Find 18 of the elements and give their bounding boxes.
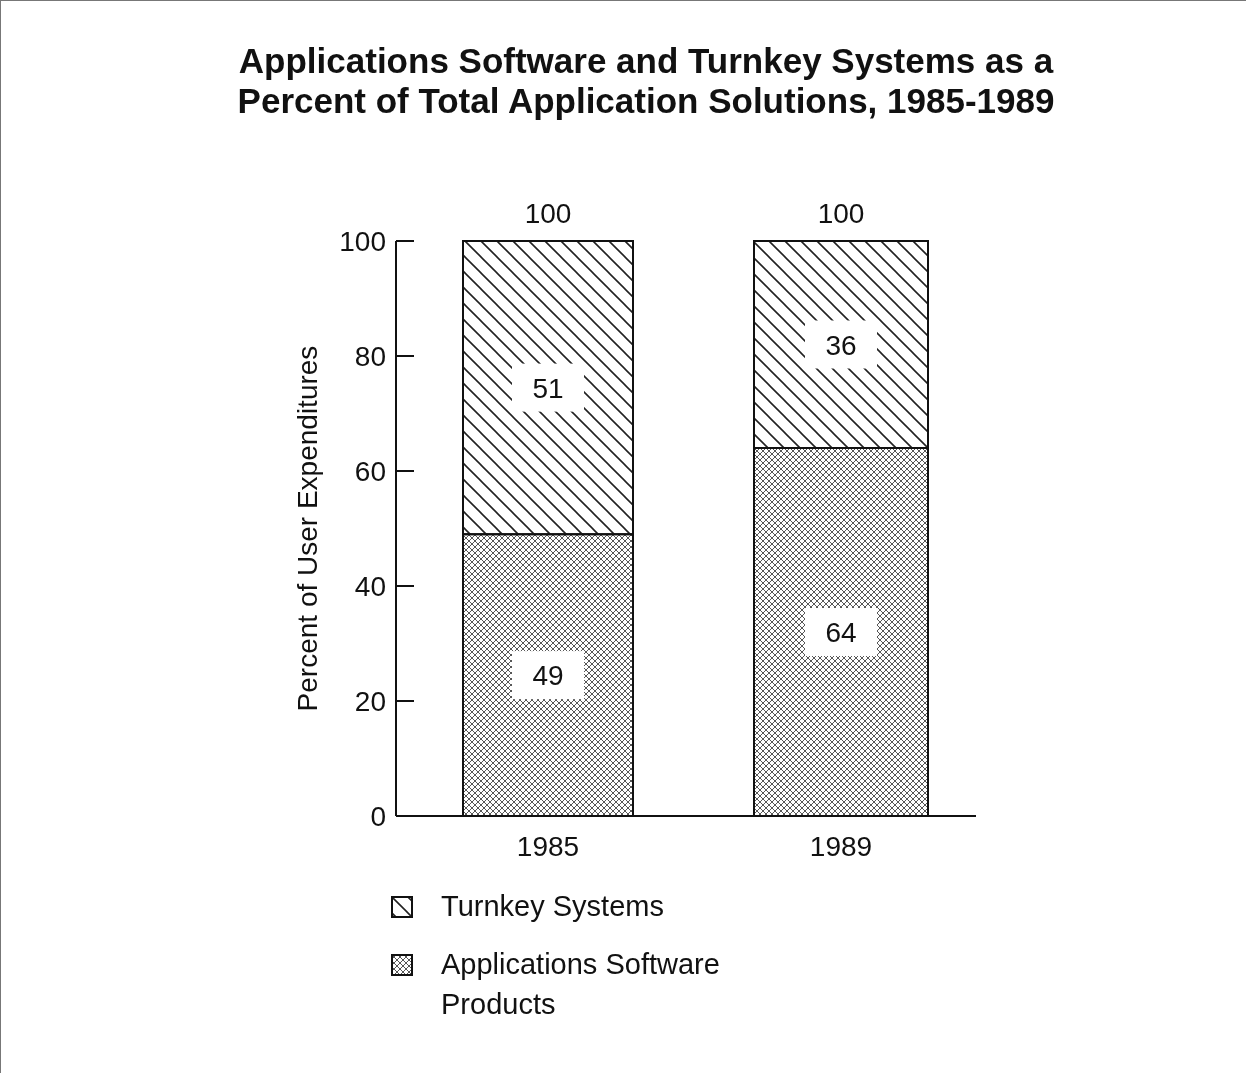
category-label: 1985 [516,831,580,862]
category-label: 1989 [809,831,873,862]
data-label: 51 [532,372,564,404]
chart-title: Applications Software and Turnkey Systems as a Percent of Total Application Solutions, 1985-1989 [236,41,1056,121]
tick-label: 100 [339,226,386,257]
legend-label: Turnkey Systems [441,889,665,924]
data-label: 64 [825,617,857,648]
total-label: 100 [524,198,572,229]
tick-label: 40 [354,571,386,602]
legend-label: Applications Software Products [441,947,721,1022]
tick-label: 20 [354,686,386,717]
tick-label: 60 [354,456,386,487]
axis-title: Percent of User Expenditures [292,345,323,712]
data-label: 49 [532,660,564,692]
data-label: 36 [825,329,857,361]
total-label: 100 [817,198,865,229]
tick-label: 80 [354,341,386,372]
tick-label: 0 [370,801,386,832]
